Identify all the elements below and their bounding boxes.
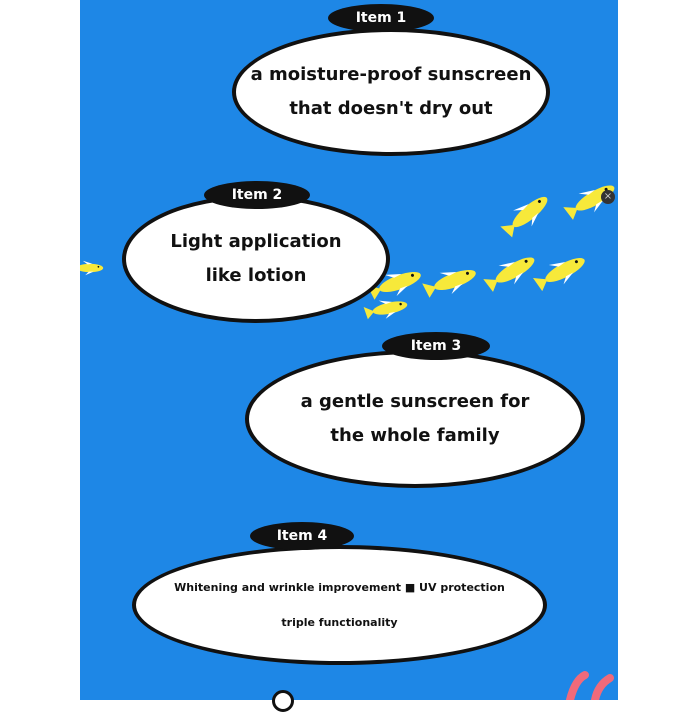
coral: [566, 671, 614, 700]
item-4-bubble: Whitening and wrinkle improvement ■ UV p…: [132, 545, 547, 665]
fish: [362, 294, 410, 323]
item-3-line-2: the whole family: [330, 425, 500, 446]
item-1-tag: Item 1: [328, 4, 434, 32]
fish: [497, 188, 555, 242]
fish: [481, 248, 541, 297]
item-2-line-1: Light application: [170, 231, 342, 252]
item-2-line-2: like lotion: [205, 265, 307, 286]
item-1-line-2: that doesn't dry out: [289, 98, 493, 119]
close-button[interactable]: ×: [601, 190, 615, 204]
item-3-line-1: a gentle sunscreen for: [300, 391, 530, 412]
fish: [80, 260, 104, 276]
item-2-bubble: Light application like lotion: [122, 195, 390, 323]
fish: [531, 249, 591, 296]
item-3-tag: Item 3: [382, 332, 490, 360]
item-1-bubble: a moisture-proof sunscreen that doesn't …: [232, 28, 550, 156]
item-4-tag: Item 4: [250, 522, 354, 550]
item-1-line-1: a moisture-proof sunscreen: [250, 64, 532, 85]
item-4-line-1: Whitening and wrinkle improvement ■ UV p…: [174, 581, 505, 594]
fish-school: [80, 176, 618, 700]
item-4-line-2: triple functionality: [281, 616, 398, 629]
fish: [420, 261, 480, 303]
item-3-bubble: a gentle sunscreen for the whole family: [245, 350, 585, 488]
thought-dot: [272, 690, 294, 712]
item-2-tag: Item 2: [204, 181, 310, 209]
